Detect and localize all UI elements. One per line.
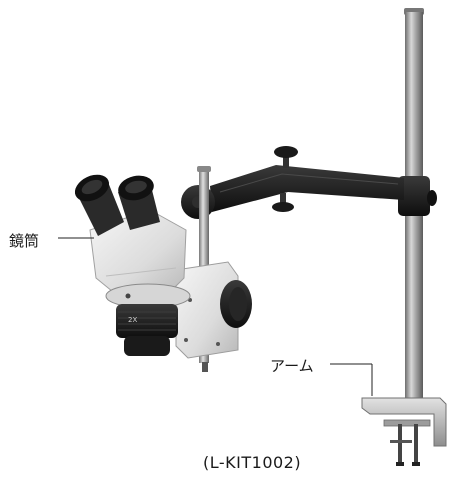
eyepiece-left	[74, 174, 124, 236]
articulated-arm	[181, 146, 404, 219]
leader-line-arm	[330, 363, 373, 396]
bench-clamp	[361, 397, 447, 466]
microscope-head	[89, 209, 191, 309]
focus-block	[175, 261, 239, 359]
objective-mark: 2X	[128, 316, 137, 324]
focus-knob	[220, 280, 252, 328]
label-arm: アーム	[270, 357, 314, 375]
eyepiece-right	[118, 175, 160, 230]
label-body-tube: 鏡筒	[9, 232, 40, 250]
objective-lens: 2X	[116, 304, 178, 356]
label-model-number: (L-KIT1002)	[203, 453, 302, 472]
arm-collar	[398, 176, 437, 216]
